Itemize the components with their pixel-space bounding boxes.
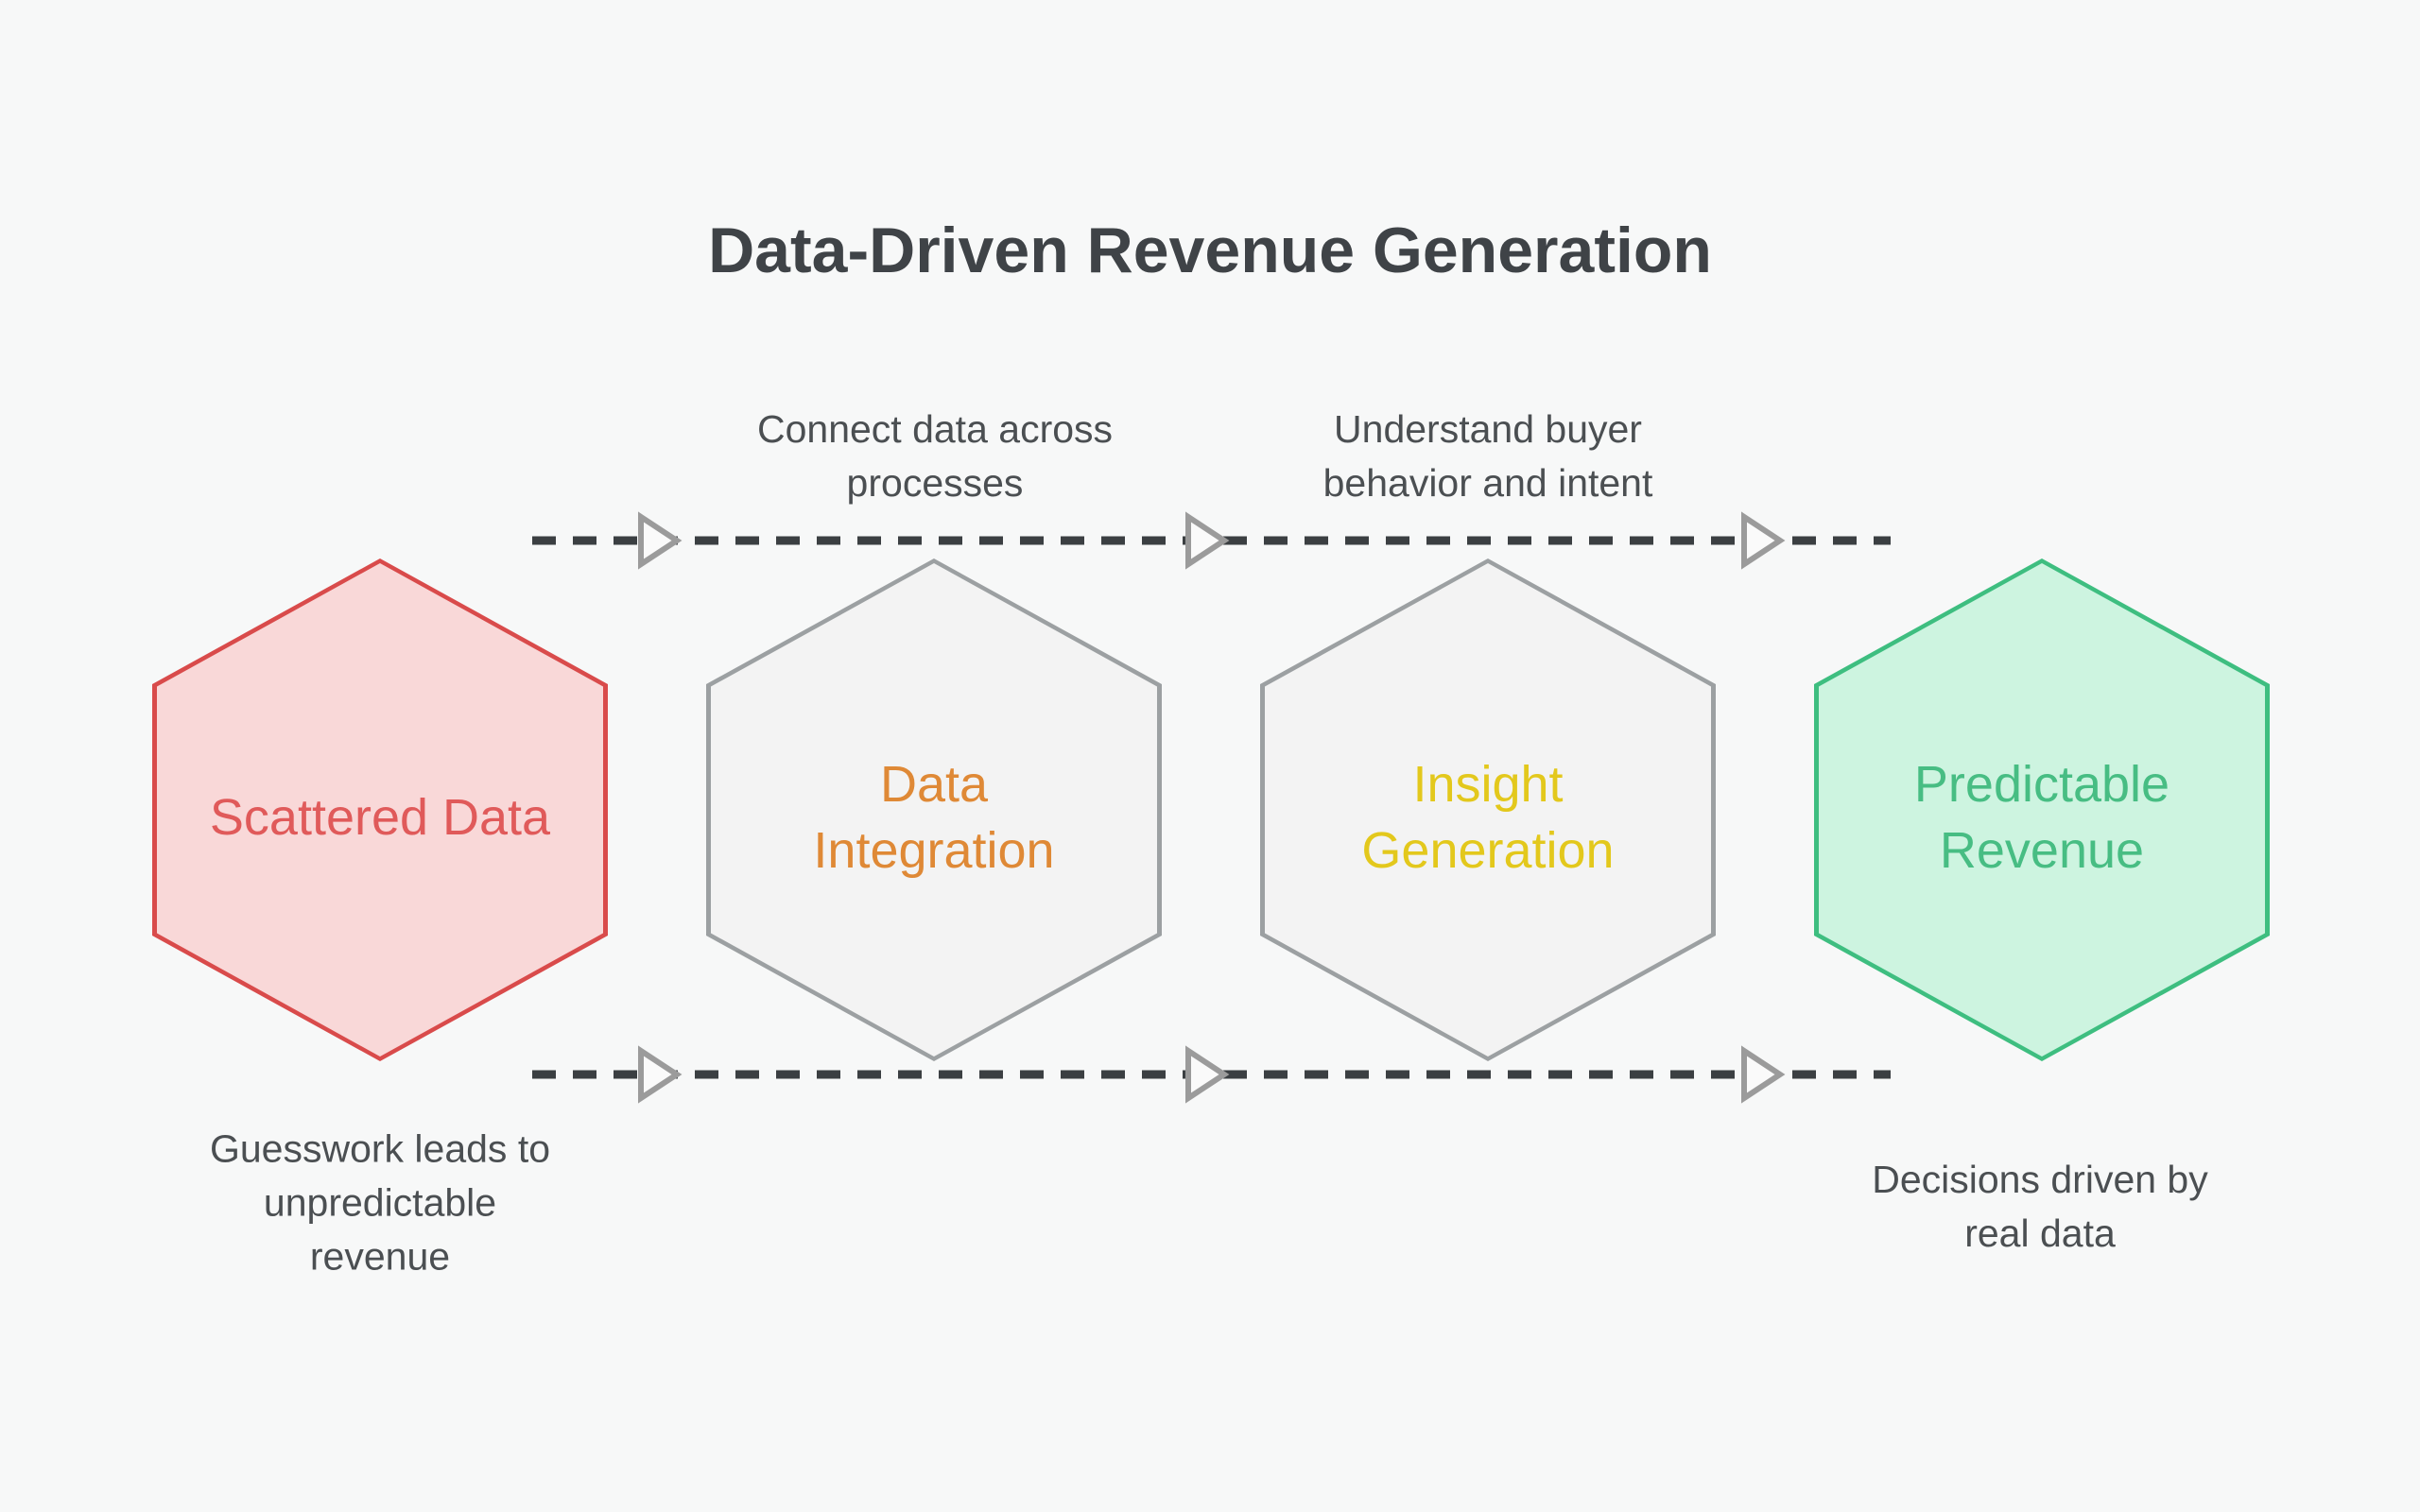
arrowhead-icon <box>1741 511 1786 570</box>
arrowhead-icon <box>1741 1045 1786 1104</box>
arrowhead-icon <box>1185 511 1230 570</box>
hexagon-fill <box>157 563 603 1057</box>
arrowhead-icon <box>1185 1045 1230 1104</box>
stage-label: Scattered Data <box>209 789 551 846</box>
stage-hex-scattered-data: Scattered Data <box>152 558 608 1061</box>
page-title: Data-Driven Revenue Generation <box>708 215 1712 286</box>
arrowhead-icon <box>638 511 683 570</box>
arrowhead-icon <box>638 1045 683 1104</box>
